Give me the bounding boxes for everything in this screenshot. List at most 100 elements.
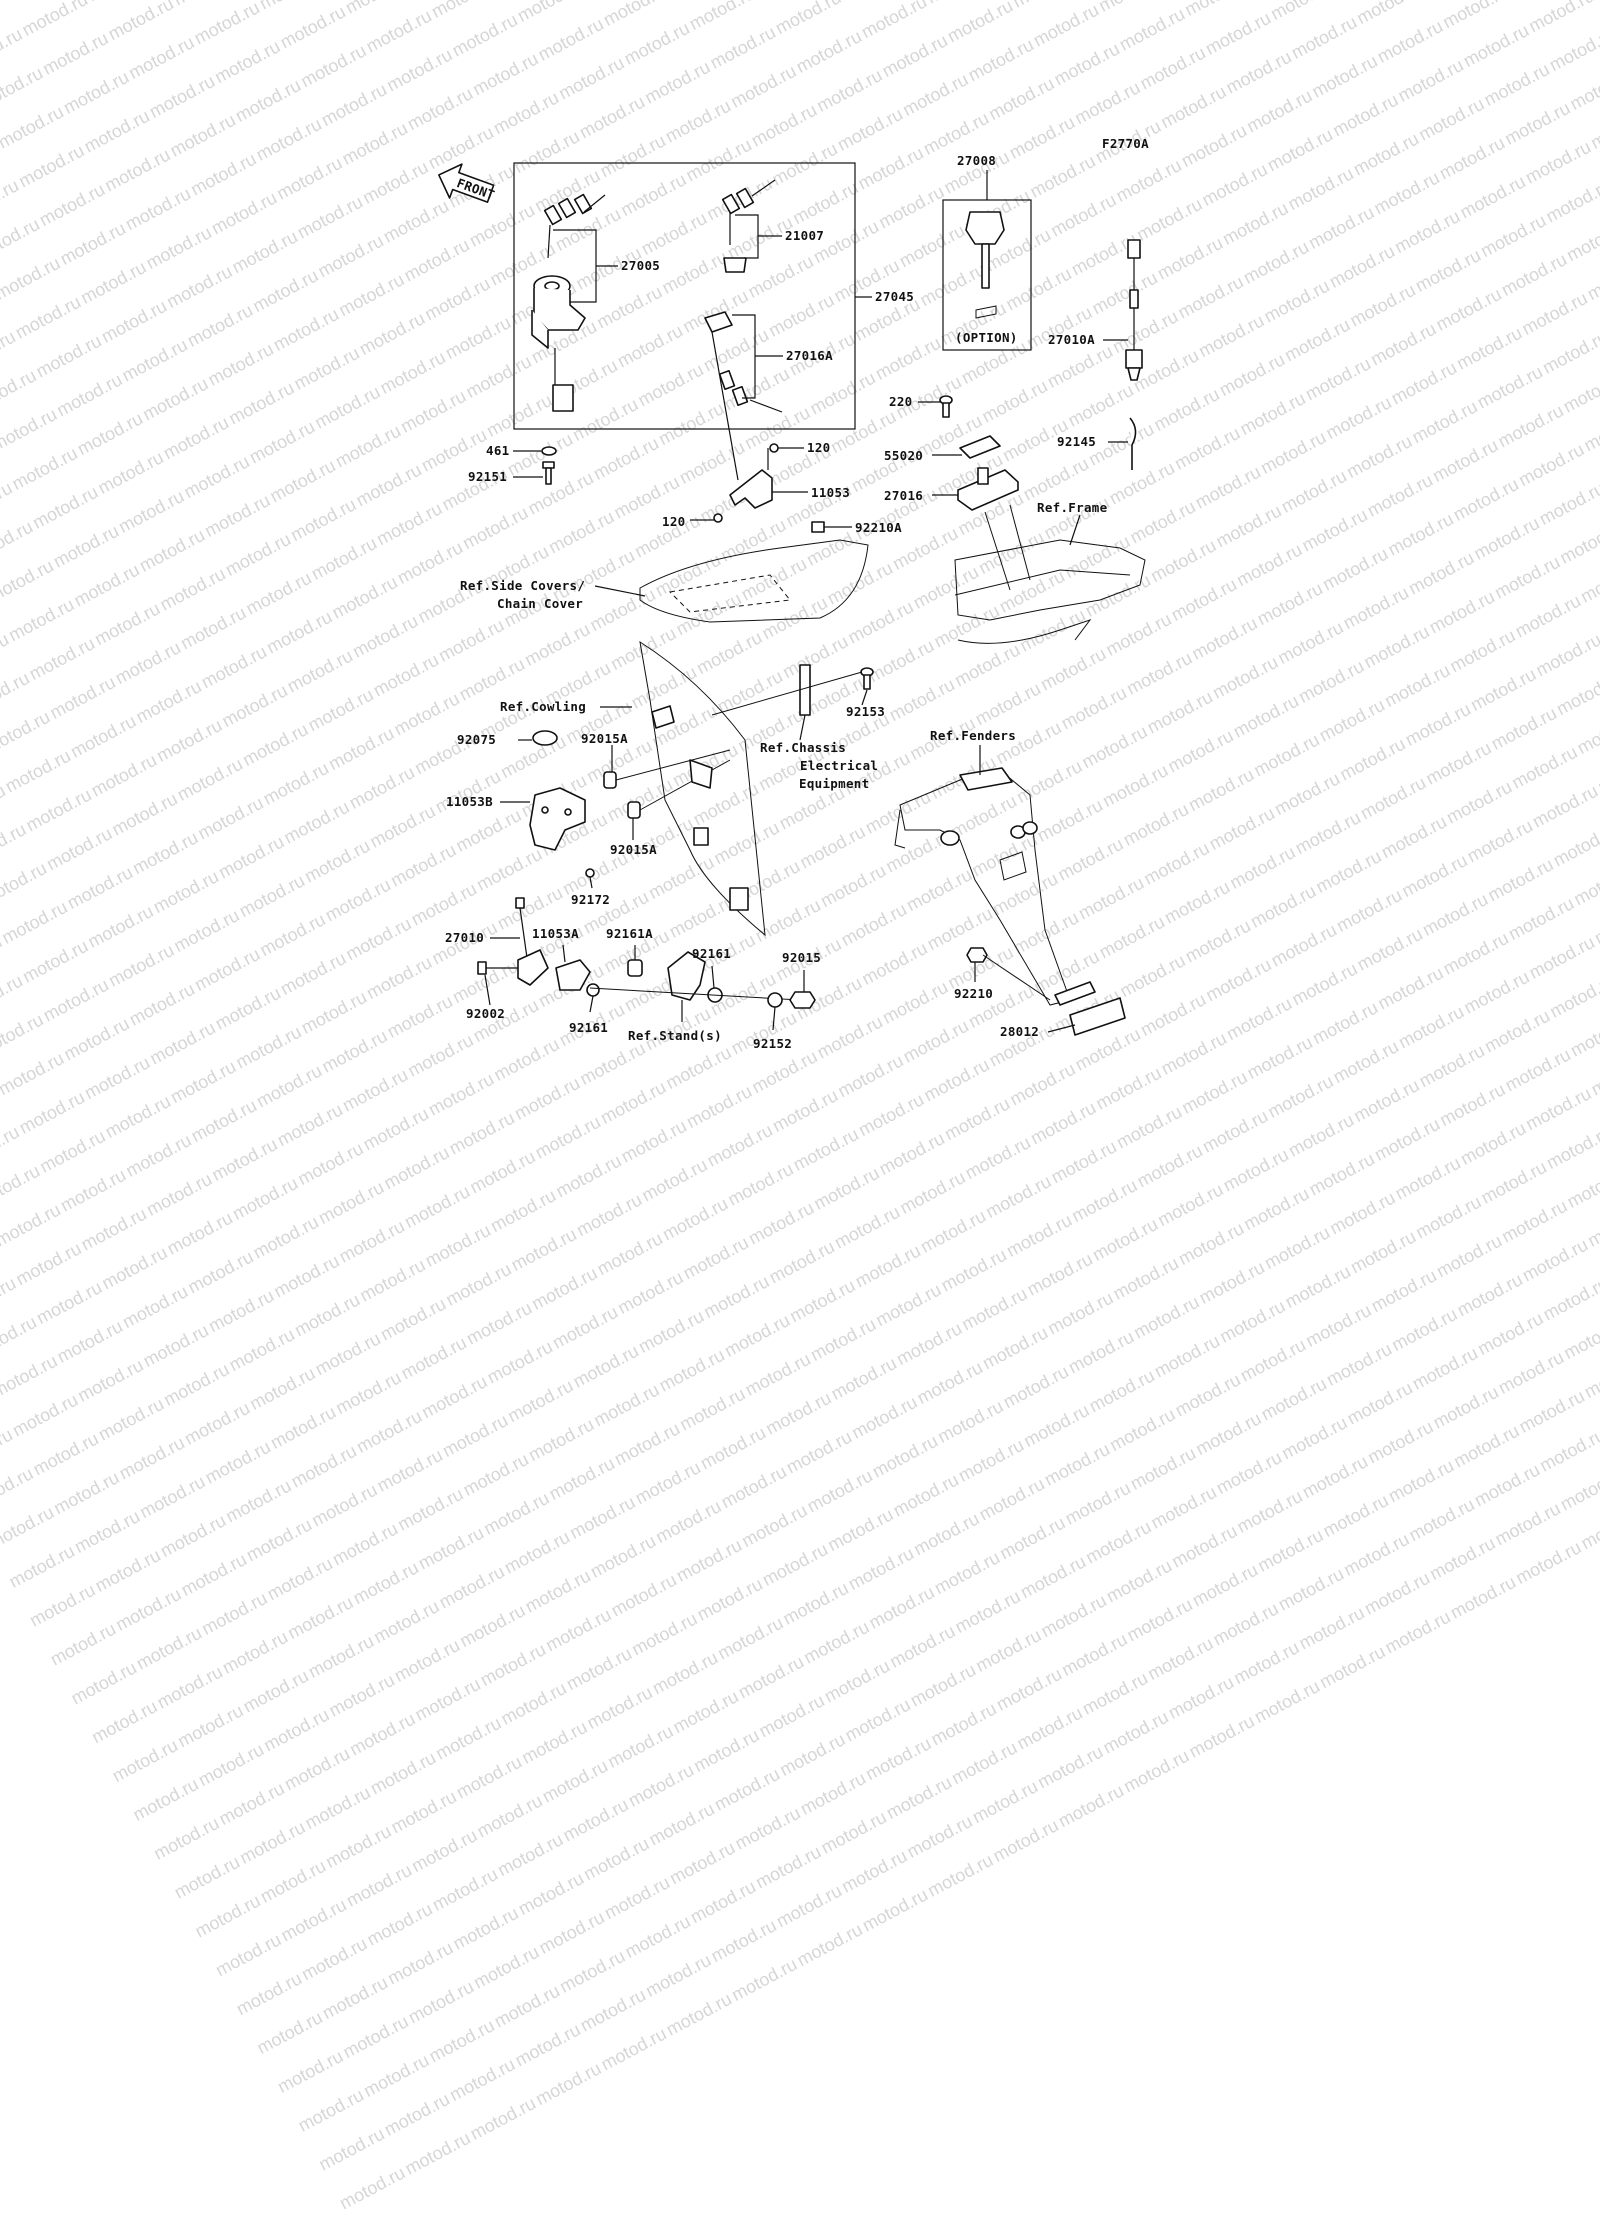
watermark-text: motod.ru bbox=[1102, 1555, 1176, 1607]
watermark-text: motod.ru bbox=[1020, 1399, 1093, 1451]
watermark-text: motod.ru bbox=[325, 1669, 398, 1721]
watermark-text: motod.ru bbox=[800, 1616, 873, 1668]
ref-frame: Ref.Frame bbox=[1037, 500, 1108, 515]
watermark-text: motod.ru bbox=[449, 1902, 522, 1954]
watermark-text: motod.ru bbox=[776, 1729, 849, 1781]
watermark-text: motod.ru bbox=[222, 1475, 295, 1527]
watermark-text: motod.ru bbox=[501, 1526, 574, 1578]
watermark-text: motod.ru bbox=[679, 1232, 752, 1284]
watermark-text: motod.ru bbox=[332, 1367, 405, 1419]
watermark-text: motod.ru bbox=[466, 2092, 540, 2144]
keys-27005-icon bbox=[543, 193, 606, 259]
watermark-text: motod.ru bbox=[1560, 1312, 1600, 1364]
watermark-text: motod.ru bbox=[738, 1500, 811, 1552]
switch-27010-icon bbox=[515, 897, 549, 986]
watermark-text: motod.ru bbox=[215, 1778, 288, 1830]
watermark-text: motod.ru bbox=[191, 1890, 264, 1942]
watermark-text: motod.ru bbox=[820, 1655, 894, 1707]
parts-diagram: F2770A FRONT 27045 27005 21007 bbox=[438, 136, 1149, 1051]
bracket-11053B-icon bbox=[529, 787, 586, 851]
watermark-text: motod.ru bbox=[841, 1694, 914, 1746]
watermark-text: motod.ru bbox=[294, 2084, 368, 2136]
ref-chassis-line2: Electrical bbox=[800, 758, 878, 773]
watermark-text: motod.ru bbox=[404, 1976, 478, 2028]
watermark-text: motod.ru bbox=[545, 1453, 618, 1505]
ref-side-covers-line1: Ref.Side Covers/ bbox=[460, 578, 585, 593]
bracket-11053A-icon bbox=[555, 959, 591, 991]
watermark-text: motod.ru bbox=[673, 1534, 746, 1586]
watermark-text: motod.ru bbox=[98, 1242, 171, 1294]
bolt-120-upper-icon bbox=[769, 443, 779, 453]
watermark-text: motod.ru bbox=[611, 1418, 684, 1470]
collar-92015A-upper-icon bbox=[603, 771, 617, 789]
watermark-text: motod.ru bbox=[267, 1401, 340, 1453]
watermark-text: motod.ru bbox=[421, 1219, 494, 1271]
watermark-text: motod.ru bbox=[521, 1565, 594, 1617]
watermark-text: motod.ru bbox=[232, 1968, 306, 2020]
watermark-text: motod.ru bbox=[5, 1540, 78, 1592]
watermark-text: motod.ru bbox=[335, 1215, 408, 1267]
cowling-outline bbox=[639, 640, 766, 937]
ref-fenders: Ref.Fenders bbox=[930, 728, 1016, 743]
watermark-text: motod.ru bbox=[339, 2011, 412, 2063]
watermark-text: motod.ru bbox=[1171, 1369, 1244, 1421]
watermark-text: motod.ru bbox=[642, 1949, 715, 2001]
watermark-text: motod.ru bbox=[1405, 1494, 1478, 1546]
watermark-text: motod.ru bbox=[783, 1426, 856, 1478]
cap-92075-icon bbox=[532, 730, 558, 746]
ignition-kit-box bbox=[513, 162, 856, 430]
callout-92161-upper: 92161 bbox=[692, 946, 731, 961]
watermark-text: motod.ru bbox=[1278, 1412, 1351, 1464]
watermark-text: motod.ru bbox=[480, 1487, 553, 1539]
watermark-text: motod.ru bbox=[119, 1281, 192, 1333]
callout-92161A: 92161A bbox=[606, 926, 653, 941]
watermark-text: motod.ru bbox=[384, 1937, 457, 1989]
watermark-text: motod.ru bbox=[160, 1358, 233, 1410]
watermark-text: motod.ru bbox=[827, 1352, 900, 1404]
watermark-text: motod.ru bbox=[1013, 1702, 1086, 1754]
watermark-text: motod.ru bbox=[869, 1430, 942, 1482]
callout-92152: 92152 bbox=[753, 1036, 792, 1051]
watermark-text: motod.ru bbox=[318, 1972, 392, 2024]
watermark-text: motod.ru bbox=[1188, 1559, 1262, 1611]
watermark-text: motod.ru bbox=[569, 1340, 642, 1392]
side-cover-outline bbox=[639, 539, 869, 623]
callout-120-lower: 120 bbox=[662, 514, 685, 529]
seat-lock-27016A-icon bbox=[704, 311, 783, 481]
callout-92210A: 92210A bbox=[855, 520, 902, 535]
watermark-text: motod.ru bbox=[177, 1549, 250, 1601]
watermark-text: motod.ru bbox=[277, 1894, 350, 1946]
watermark-text: motod.ru bbox=[803, 1465, 876, 1517]
nut-92015-icon bbox=[789, 991, 816, 1009]
watermark-text: motod.ru bbox=[33, 1277, 106, 1329]
watermark-text: motod.ru bbox=[1023, 1248, 1096, 1300]
watermark-text: motod.ru bbox=[1433, 1230, 1506, 1282]
watermark-text: motod.ru bbox=[494, 1829, 567, 1881]
watermark-text: motod.ru bbox=[1381, 1606, 1454, 1658]
watermark-text: motod.ru bbox=[1360, 1567, 1434, 1619]
watermark-text: motod.ru bbox=[246, 1362, 319, 1415]
callout-92161-lower: 92161 bbox=[569, 1020, 608, 1035]
watermark-text: motod.ru bbox=[425, 2015, 498, 2067]
watermark-text: motod.ru bbox=[762, 1387, 835, 1439]
watermark-text: motod.ru bbox=[659, 1193, 732, 1245]
watermark-text: motod.ru bbox=[497, 1677, 570, 1729]
watermark-text: motod.ru bbox=[721, 1309, 794, 1361]
callout-27005: 27005 bbox=[621, 258, 660, 273]
watermark-text: motod.ru bbox=[0, 1272, 20, 1324]
watermark-text: motod.ru bbox=[311, 1328, 384, 1380]
watermark-text: motod.ru bbox=[184, 1246, 257, 1298]
watermark-text: motod.ru bbox=[1254, 1524, 1327, 1576]
watermark-text: motod.ru bbox=[838, 1845, 911, 1897]
watermark-text: motod.ru bbox=[380, 2088, 454, 2140]
watermark-text: motod.ru bbox=[593, 1228, 666, 1280]
watermark-text: motod.ru bbox=[1195, 1256, 1268, 1308]
watermark-text: motod.ru bbox=[931, 1547, 1004, 1599]
watermark-text: motod.ru bbox=[442, 1258, 515, 1310]
watermark-text: motod.ru bbox=[824, 1504, 897, 1556]
callout-28012: 28012 bbox=[1000, 1024, 1039, 1039]
watermark-text: motod.ru bbox=[270, 1250, 343, 1302]
watermark-text: motod.ru bbox=[411, 1673, 484, 1725]
figure-code: F2770A bbox=[1102, 136, 1149, 151]
watermark-text: motod.ru bbox=[996, 1512, 1069, 1564]
